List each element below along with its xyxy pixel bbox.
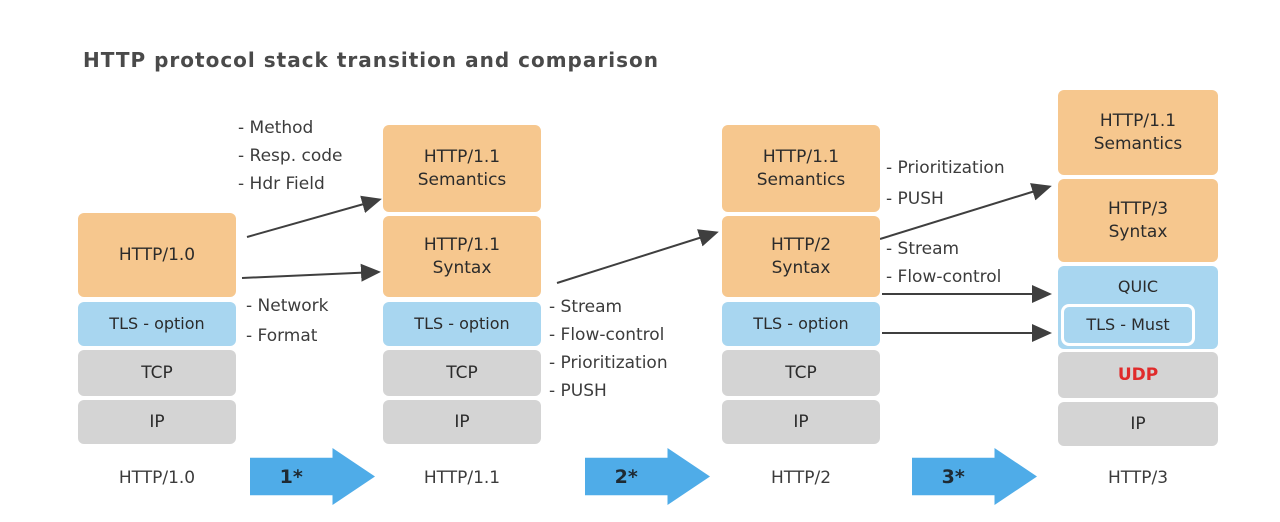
block-http11-semantics: HTTP/1.1 Semantics	[1058, 90, 1218, 175]
block-tls-must-label: TLS - Must	[1086, 314, 1170, 334]
block-ip: IP	[78, 400, 236, 444]
footer-label-http10: HTTP/1.0	[118, 468, 196, 488]
block-http3-syntax: HTTP/3 Syntax	[1058, 179, 1218, 262]
annotation-syntax-changes: - Network - Format	[246, 296, 329, 346]
block-tls-option: TLS - option	[722, 302, 880, 346]
footer-label-http2: HTTP/2	[770, 468, 832, 488]
block-ip-label: IP	[793, 411, 809, 432]
block-ip-label: IP	[1130, 413, 1146, 434]
block-tls-must: TLS - Must	[1061, 304, 1195, 346]
block-http11-semantics: HTTP/1.1 Semantics	[383, 125, 541, 212]
stack-http11: HTTP/1.1 Semantics HTTP/1.1 Syntax TLS -…	[383, 125, 541, 448]
block-ip-label: IP	[454, 411, 470, 432]
block-tcp: TCP	[722, 350, 880, 396]
block-tls-option-label: TLS - option	[414, 313, 510, 333]
block-ip: IP	[383, 400, 541, 444]
block-tls-option-label: TLS - option	[109, 313, 205, 333]
block-http10-label: HTTP/1.0	[118, 244, 196, 265]
block-http11-semantics: HTTP/1.1 Semantics	[722, 125, 880, 212]
block-tls-option: TLS - option	[78, 302, 236, 346]
block-ip-label: IP	[149, 411, 165, 432]
transition-arrow-3: 3*	[912, 448, 1037, 505]
block-quic: QUIC TLS - Must	[1058, 266, 1218, 349]
block-tcp-label: TCP	[446, 362, 478, 383]
stack-http2: HTTP/1.1 Semantics HTTP/2 Syntax TLS - o…	[722, 125, 880, 448]
block-udp-label: UDP	[1117, 364, 1159, 385]
transition-arrow-3-label: 3*	[941, 465, 965, 488]
block-ip: IP	[722, 400, 880, 444]
block-http2-syntax-label: HTTP/2 Syntax	[770, 235, 832, 278]
block-quic-label: QUIC	[1117, 277, 1159, 296]
block-http3-syntax-label: HTTP/3 Syntax	[1107, 199, 1169, 242]
annotation-http3-syntax-changes: - Prioritization - PUSH	[886, 158, 1005, 209]
block-tls-option-label: TLS - option	[753, 313, 849, 333]
footer-label-http11: HTTP/1.1	[423, 468, 501, 488]
arrow-http10-to-semantics	[246, 195, 382, 238]
block-http10: HTTP/1.0	[78, 213, 236, 297]
transition-arrow-2: 2*	[585, 448, 710, 505]
transition-arrow-2-label: 2*	[614, 465, 638, 488]
block-udp: UDP	[1058, 352, 1218, 398]
block-tcp: TCP	[383, 350, 541, 396]
block-tcp-label: TCP	[141, 362, 173, 383]
block-http2-syntax: HTTP/2 Syntax	[722, 216, 880, 297]
block-http11-syntax-label: HTTP/1.1 Syntax	[423, 235, 501, 278]
transition-arrow-1-label: 1*	[279, 465, 303, 488]
block-http11-semantics-label: HTTP/1.1 Semantics	[417, 147, 507, 190]
footer-label-http3: HTTP/3	[1107, 468, 1169, 488]
annotation-http3-transport-changes: - Stream - Flow-control	[886, 239, 1002, 287]
block-ip: IP	[1058, 402, 1218, 446]
diagram-title: HTTP protocol stack transition and compa…	[83, 48, 659, 72]
transition-arrow-1: 1*	[250, 448, 375, 505]
arrow-http11-to-http2-syntax	[556, 229, 719, 284]
block-tcp-label: TCP	[785, 362, 817, 383]
block-tcp: TCP	[78, 350, 236, 396]
stack-http10: HTTP/1.0 TLS - option TCP IP	[78, 213, 236, 448]
stack-http3: HTTP/1.1 Semantics HTTP/3 Syntax QUIC TL…	[1058, 90, 1218, 450]
block-http11-semantics-label: HTTP/1.1 Semantics	[1093, 111, 1183, 154]
block-http11-syntax: HTTP/1.1 Syntax	[383, 216, 541, 297]
annotation-semantics-changes: - Method - Resp. code - Hdr Field	[238, 118, 343, 194]
block-tls-option: TLS - option	[383, 302, 541, 346]
block-http11-semantics-label: HTTP/1.1 Semantics	[756, 147, 846, 190]
annotation-http2-changes: - Stream - Flow-control - Prioritization…	[549, 297, 668, 401]
arrow-http10-to-syntax	[241, 263, 381, 282]
